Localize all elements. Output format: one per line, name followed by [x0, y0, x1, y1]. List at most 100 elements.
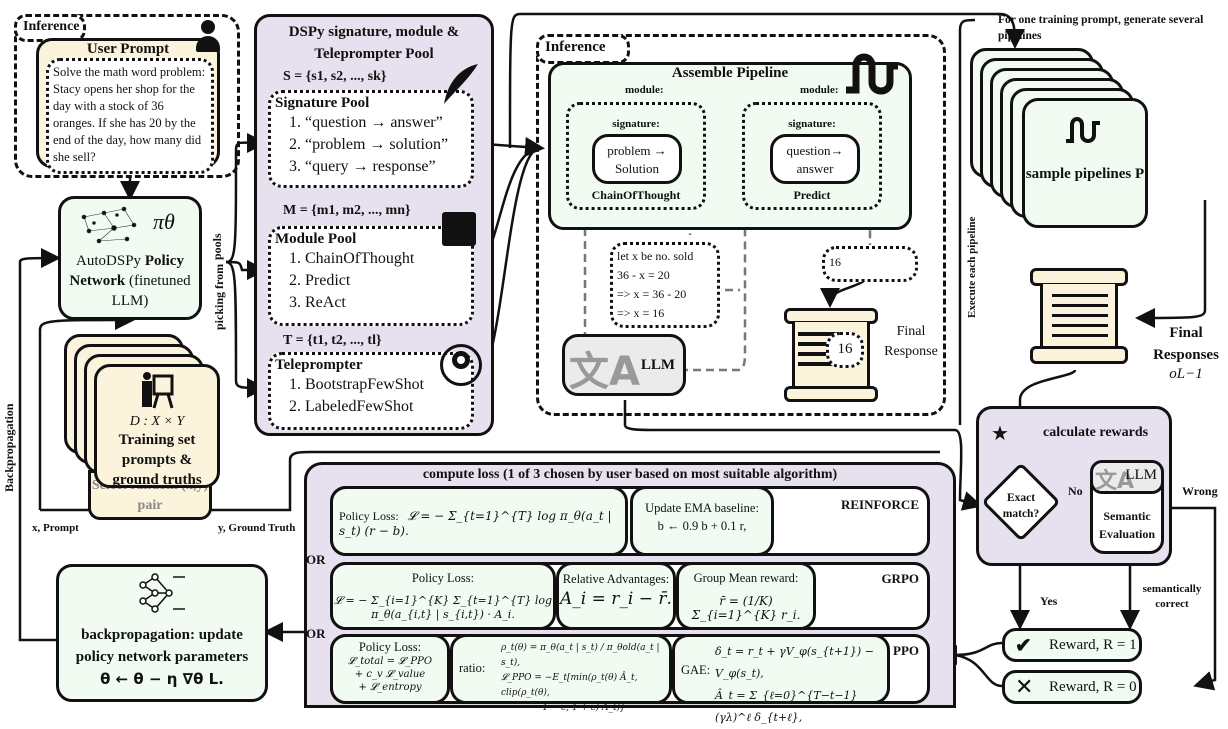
policy-network-box[interactable]: πθ AutoDSPy Policy Network (finetuned LL…: [58, 196, 202, 320]
llm-box: 文A LLM: [562, 334, 686, 396]
grpo-label: GRPO: [881, 571, 919, 586]
signature-pool[interactable]: Signature Pool 1. “question → answer” 2.…: [268, 90, 474, 188]
teleprompter-pool[interactable]: Teleprompter 1. BootstrapFewShot 2. Labe…: [268, 352, 474, 430]
grpo-advantages: Relative Advantages: A_i = r_i − r̄.: [556, 562, 676, 630]
edge-label-backpropagation: Backpropagation: [2, 403, 16, 492]
module-chainofthought[interactable]: ChainOfThought: [566, 102, 706, 210]
ppo-policy-loss: Policy Loss: 𝓛_total = 𝓛_PPO + c_v 𝓛_val…: [330, 634, 450, 704]
module-label-1: module:: [625, 84, 664, 96]
teleprompter-item[interactable]: 2. LabeledFewShot: [289, 398, 414, 415]
compute-loss-title: compute loss (1 of 3 chosen by user base…: [422, 467, 838, 482]
answer-box: 16: [822, 246, 918, 282]
reasoning-box: let x be no. sold 36 - x = 20 => x = 36 …: [610, 242, 720, 328]
pipeline-icon: [1066, 117, 1100, 143]
final-responses-subscript: oL−1: [1169, 366, 1203, 382]
or-label: OR: [306, 552, 326, 567]
signature-box-1: problem → Solution: [592, 134, 682, 184]
ppo-gae: GAE: δ_t = r_t + γV_φ(s_{t+1}) − V_φ(s_t…: [672, 634, 890, 724]
person-icon: [196, 20, 220, 54]
training-set-card[interactable]: D : X × Y Training set prompts & ground …: [94, 364, 220, 488]
semantic-llm-label: LLM: [1125, 467, 1157, 483]
scroll-icon: [1030, 268, 1128, 364]
translate-icon: 文A: [569, 349, 640, 395]
star-icon: ★: [991, 423, 1009, 445]
teleprompter-title: Teleprompter: [275, 357, 363, 373]
training-set-title: Training set prompts & ground truths: [112, 432, 202, 488]
edge-label-wrong: Wrong: [1182, 484, 1218, 498]
reasoning-line: => x = 16: [617, 306, 665, 320]
user-prompt-text: Solve the math word problem: Stacy opens…: [46, 58, 214, 174]
gear-cycle-icon: [440, 344, 482, 386]
module-label-2: module:: [800, 84, 839, 96]
inference-region-left: [14, 14, 240, 178]
edge-label-yes: Yes: [1040, 594, 1058, 608]
teacher-icon: [142, 372, 174, 409]
signature-item[interactable]: 1. “question → answer”: [289, 114, 443, 131]
edge-label-generate: For one training prompt, generate severa…: [998, 14, 1204, 42]
exact-match-label: Exact match?: [1002, 492, 1040, 520]
backprop-line2: policy network parameters: [75, 649, 249, 665]
calculate-rewards-title: calculate rewards: [1043, 425, 1149, 440]
reward-zero-label: Reward, R = 0: [1049, 679, 1137, 695]
reward-zero-box: ✕ Reward, R = 0: [1002, 670, 1142, 704]
cross-icon: ✕: [1015, 674, 1034, 699]
edge-label-y-ground-truth: y, Ground Truth: [218, 522, 296, 534]
signature-item[interactable]: 3. “query → response”: [289, 158, 436, 175]
backprop-line1: backpropagation: update: [81, 627, 243, 643]
signature-label-2: signature:: [788, 118, 836, 130]
signature-item[interactable]: 2. “problem → solution”: [289, 136, 449, 153]
reasoning-line: 36 - x = 20: [617, 268, 670, 282]
reinforce-ema-box: Update EMA baseline: b ← 0.9 b + 0.1 r,: [630, 486, 774, 556]
ppo-ratio: ratio: ρ_t(θ) = π_θ(a_t | s_t) / π_θold(…: [450, 634, 672, 713]
semantic-llm-box: 文A LLM: [1090, 460, 1164, 494]
check-icon: ✔: [1015, 635, 1032, 657]
reinforce-policy-loss: Policy Loss: 𝓛 = − Σ_{t=1}^{T} log π_θ(a…: [330, 486, 628, 556]
signature-label-1: signature:: [612, 118, 660, 130]
teleprompter-set: T = {t1, t2, ..., tl}: [283, 333, 382, 348]
reward-one-label: Reward, R = 1: [1049, 637, 1137, 653]
user-prompt-title: User Prompt: [86, 41, 170, 57]
module-item[interactable]: 1. ChainOfThought: [289, 250, 415, 267]
edge-label-pools: pools: [210, 233, 224, 260]
reasoning-line: let x be no. sold: [617, 249, 694, 263]
inference-tag-center: Inference: [536, 34, 630, 64]
grpo-group-mean: Group Mean reward: r̄ = (1/K) Σ_{i=1}^{K…: [676, 562, 816, 630]
signature-box-2: question→ answer: [770, 134, 860, 184]
backpropagation-box: backpropagation: update policy network p…: [56, 564, 268, 702]
edge-label-semantically-correct: semantically correct: [1142, 583, 1202, 610]
reward-one-box: ✔ Reward, R = 1: [1002, 628, 1142, 662]
policy-symbol: πθ: [153, 209, 175, 234]
grpo-policy-loss: Policy Loss: 𝓛 = − Σ_{i=1}^{K} Σ_{t=1}^{…: [330, 562, 556, 630]
module-set: M = {m1, m2, ..., mn}: [283, 203, 411, 218]
final-responses-title: Final Responses: [1153, 325, 1219, 363]
final-response-value: 16: [826, 332, 864, 368]
edge-label-picking-from: picking from: [212, 263, 226, 330]
signature-set: S = {s1, s2, ..., sk}: [283, 69, 387, 84]
ppo-label: PPO: [893, 643, 919, 658]
policy-network-label: AutoDSPy Policy Network (finetuned LLM): [69, 253, 191, 309]
module-item[interactable]: 2. Predict: [289, 272, 351, 289]
module-predict[interactable]: Predict: [742, 102, 882, 210]
edge-label-x-prompt: x, Prompt: [32, 522, 79, 534]
pool-panel-title: DSPy signature, module & Teleprompter Po…: [288, 24, 460, 62]
signature-pool-title: Signature Pool: [275, 95, 370, 111]
assemble-pipeline-title: Assemble Pipeline: [671, 65, 789, 81]
module-item[interactable]: 3. ReAct: [289, 294, 346, 311]
llm-label: LLM: [640, 357, 675, 373]
reinforce-label: REINFORCE: [840, 497, 919, 512]
sample-pipelines-card[interactable]: sample pipelines P: [1022, 98, 1148, 228]
quill-icon: [444, 64, 478, 104]
edge-label-no: No: [1068, 484, 1083, 498]
reasoning-line: => x = 36 - 20: [617, 287, 687, 301]
edge-label-execute: Execute each pipeline: [966, 216, 978, 318]
training-set-formula: D : X × Y: [129, 414, 185, 429]
neural-network-backprop-icon: [139, 573, 185, 613]
backprop-update-rule: θ ← θ − η ∇θ L.: [100, 670, 224, 688]
inference-region-center: [536, 34, 946, 416]
pipeline-icon: [846, 53, 898, 95]
final-response-label: Final Response: [884, 324, 938, 359]
module-pool[interactable]: Module Pool 1. ChainOfThought 2. Predict…: [268, 226, 474, 326]
teleprompter-item[interactable]: 1. BootstrapFewShot: [289, 376, 425, 393]
puzzle-icon: [442, 212, 476, 246]
neural-network-icon: [81, 206, 137, 244]
